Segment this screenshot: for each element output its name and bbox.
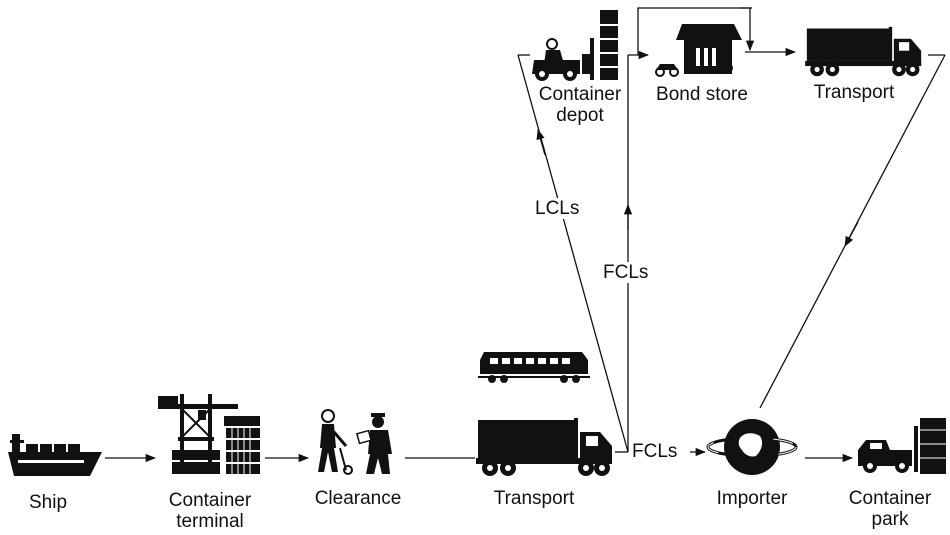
container-depot-label: Container depot [522, 84, 638, 126]
container-depot-label-line2: depot [522, 105, 638, 126]
truck-icon [800, 20, 928, 78]
ship-icon [8, 432, 104, 478]
fcls-horizontal-label: FCLs [632, 441, 677, 462]
lcls-label: LCLs [535, 198, 579, 219]
container-terminal-label-line2: terminal [152, 511, 268, 532]
arrow-lcls-head [538, 130, 545, 155]
ship-label: Ship [20, 492, 76, 513]
crane-icon [158, 392, 264, 476]
container-park-label-line1: Container [838, 488, 942, 509]
customs-officers-icon [312, 408, 404, 478]
bond-store-label: Bond store [640, 84, 764, 105]
container-terminal-label: Container terminal [152, 490, 268, 532]
importer-label: Importer [700, 488, 804, 509]
forklift-icon [856, 416, 948, 476]
transport-top-label: Transport [796, 82, 912, 103]
fcls-vertical-label: FCLs [603, 262, 648, 283]
transport-bottom-label: Transport [476, 488, 592, 509]
train-icon [478, 348, 590, 384]
truck-icon [474, 410, 616, 478]
arrow-transport-importer-head [845, 222, 858, 246]
globe-icon [704, 412, 800, 482]
warehouse-icon [650, 18, 746, 80]
container-depot-label-line1: Container [522, 84, 638, 105]
container-park-label: Container park [838, 488, 942, 530]
container-terminal-label-line1: Container [152, 490, 268, 511]
container-park-label-line2: park [838, 509, 942, 530]
clearance-label: Clearance [300, 488, 416, 509]
forklift-stack-icon [530, 8, 626, 82]
